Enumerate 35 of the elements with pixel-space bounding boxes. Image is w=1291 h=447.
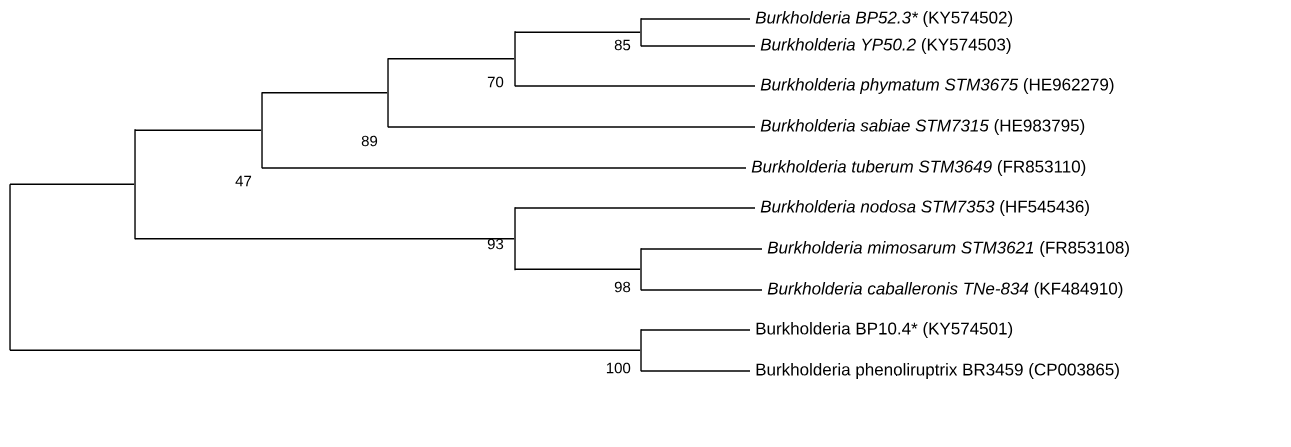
leaf-label: Burkholderia phenoliruptrix BR3459 (CP003865) xyxy=(756,363,1119,379)
bootstrap-value: 100 xyxy=(606,362,631,374)
branch-line xyxy=(387,126,756,128)
branch-line xyxy=(9,349,641,351)
leaf-label: Burkholderia caballeronis TNe-834 (KF484910) xyxy=(767,282,1123,298)
branch-line xyxy=(514,85,756,87)
branch-line xyxy=(514,207,756,209)
branch-line xyxy=(134,238,515,240)
branch-line xyxy=(261,92,388,94)
branch-line xyxy=(640,45,756,47)
branch-line xyxy=(640,289,763,291)
branch-line xyxy=(261,167,747,169)
branch-line xyxy=(514,31,641,33)
branch-line xyxy=(640,329,751,331)
branch-line xyxy=(640,248,763,250)
branch-line xyxy=(9,183,135,185)
branch-line xyxy=(514,268,641,270)
bootstrap-value: 89 xyxy=(361,135,378,147)
bootstrap-value: 85 xyxy=(614,39,631,51)
bootstrap-value: 93 xyxy=(487,238,504,250)
leaf-label: Burkholderia nodosa STM7353 (HF545436) xyxy=(760,200,1089,216)
branch-line xyxy=(640,18,751,20)
branch-line xyxy=(640,370,751,372)
leaf-label: Burkholderia phymatum STM3675 (HE962279) xyxy=(760,78,1114,94)
leaf-label: Burkholderia sabiae STM7315 (HE983795) xyxy=(760,119,1085,135)
branch-line xyxy=(134,129,262,131)
leaf-label: Burkholderia YP50.2 (KY574503) xyxy=(760,38,1011,54)
leaf-label: Burkholderia BP52.3* (KY574502) xyxy=(755,11,1013,27)
leaf-label: Burkholderia tuberum STM3649 (FR853110) xyxy=(751,160,1086,176)
bootstrap-value: 70 xyxy=(487,76,504,88)
leaf-label: Burkholderia BP10.4* (KY574501) xyxy=(756,322,1013,338)
leaf-label: Burkholderia mimosarum STM3621 (FR853108) xyxy=(767,241,1129,257)
bootstrap-value: 98 xyxy=(614,281,631,293)
bootstrap-value: 47 xyxy=(235,175,252,187)
branch-line xyxy=(387,58,515,60)
